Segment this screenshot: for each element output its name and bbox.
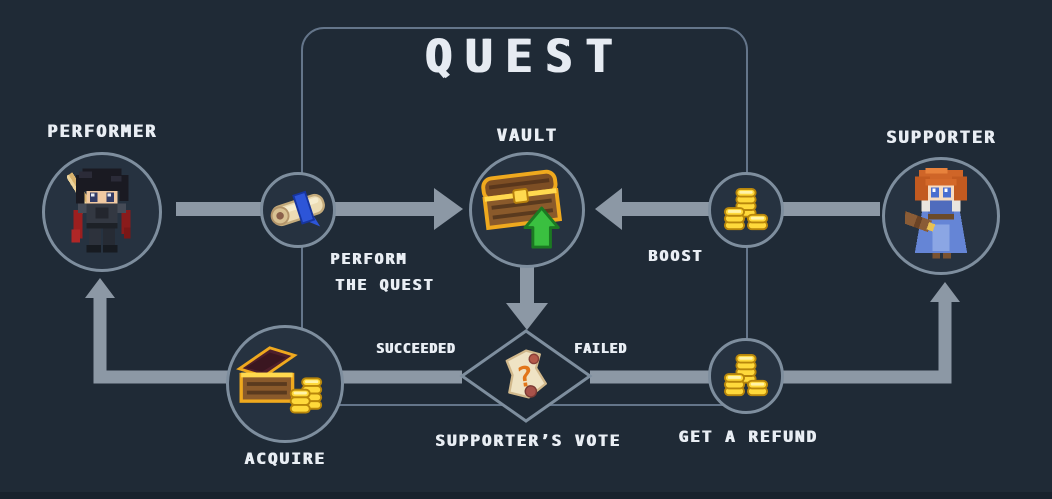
supporters-vote-label: SUPPORTER’S VOTE xyxy=(434,431,622,450)
boost-label: BOOST xyxy=(648,247,704,265)
coin-stacks-icon xyxy=(723,187,769,231)
succeeded-label: SUCCEEDED xyxy=(376,342,456,357)
get-a-refund-label: GET A REFUND xyxy=(678,427,818,446)
warrior-icon xyxy=(67,168,131,253)
diagram-title: QUEST xyxy=(424,30,625,83)
arrowhead-into-vote xyxy=(506,303,548,330)
failed-label: FAILED xyxy=(574,342,627,357)
performer-node xyxy=(42,152,162,272)
maiden-telescope-icon xyxy=(905,168,968,259)
perform-quest-node xyxy=(260,172,336,248)
open-chest-coins-icon xyxy=(236,346,323,414)
arrowhead-into-supporter xyxy=(930,282,960,302)
bottom-edge-strip xyxy=(0,492,1052,499)
arrowhead-into-performer xyxy=(85,278,115,298)
acquire-node xyxy=(226,325,344,443)
refund-node xyxy=(708,338,784,414)
vault-label: VAULT xyxy=(496,126,558,146)
question-glyph: ? xyxy=(514,359,535,394)
supporter-label: SUPPORTER xyxy=(885,128,997,148)
arrowhead-into-vault-right xyxy=(595,188,622,230)
upgrade-arrow-icon xyxy=(523,206,560,249)
perform-the-quest-line2: THE QUEST xyxy=(335,276,435,294)
quest-scroll-icon xyxy=(270,190,325,227)
boost-node xyxy=(708,172,784,248)
vault-node xyxy=(469,152,585,268)
acquire-label: ACQUIRE xyxy=(244,449,326,468)
arrowhead-into-vault-left xyxy=(434,188,463,230)
perform-the-quest-label: PERFORM THE QUEST xyxy=(330,246,434,298)
perform-the-quest-line1: PERFORM xyxy=(330,250,408,268)
coin-stacks-icon xyxy=(723,353,769,397)
chest-upgrade-icon xyxy=(481,169,563,249)
performer-label: PERFORMER xyxy=(46,122,158,142)
vote-scroll-question-icon: ? xyxy=(505,349,547,399)
supporter-node xyxy=(882,157,1000,275)
